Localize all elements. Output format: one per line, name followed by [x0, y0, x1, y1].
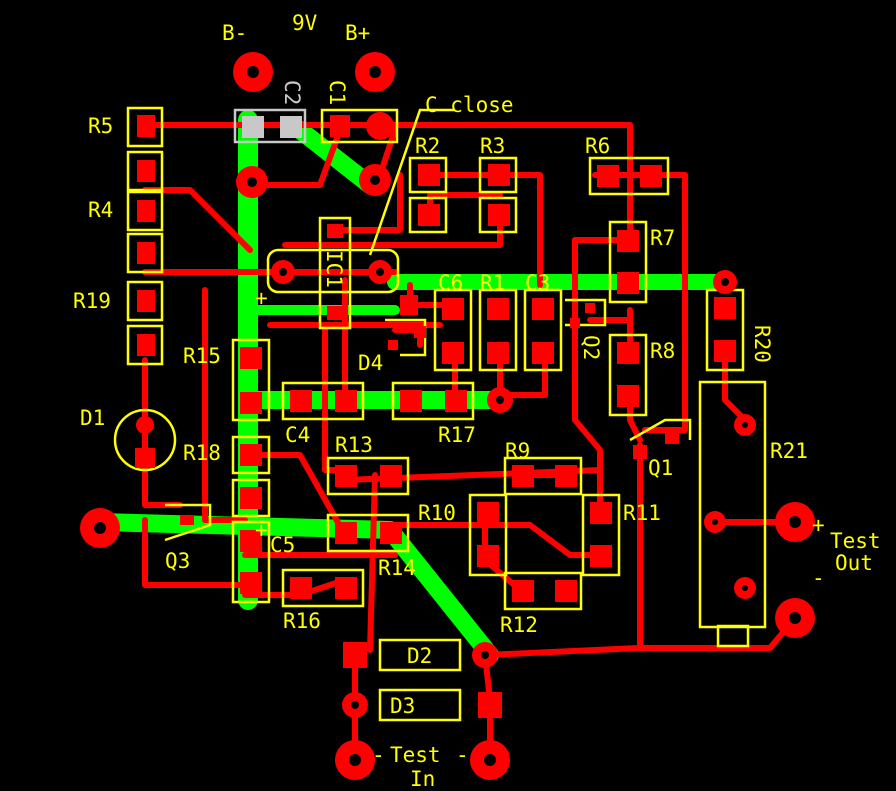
d3-outline — [378, 688, 462, 722]
d1-outline — [113, 408, 177, 472]
q1-outline — [629, 418, 692, 442]
r1-outline — [478, 288, 518, 372]
label-r19: R19 — [73, 289, 111, 313]
label-r16: R16 — [283, 609, 321, 633]
d2-outline — [378, 638, 462, 672]
label-b-minus: B- — [222, 21, 247, 45]
label-r4: R4 — [88, 198, 113, 222]
label-r18: R18 — [183, 441, 221, 465]
ic1-body-v — [318, 216, 352, 330]
label-r5: R5 — [88, 114, 113, 138]
label-d3: D3 — [390, 694, 415, 718]
label-r3: R3 — [480, 134, 505, 158]
label-r15: R15 — [183, 344, 221, 368]
label-b-plus: B+ — [345, 21, 370, 45]
label-r7: R7 — [650, 226, 675, 250]
label-q1: Q1 — [648, 456, 673, 480]
label-r11: R11 — [623, 501, 661, 525]
label-test-out-line2: Out — [835, 551, 873, 575]
label-d2: D2 — [407, 644, 432, 668]
r19-outline — [126, 280, 164, 322]
label-d4: D4 — [358, 351, 383, 375]
r13-outline — [326, 456, 410, 496]
label-ic1: IC1 — [322, 250, 346, 288]
r10-outline — [468, 493, 508, 577]
label-c5-plus: + — [255, 518, 268, 542]
r3-outline — [478, 156, 518, 194]
label-voltage: 9V — [292, 11, 318, 35]
ic1-body — [266, 248, 400, 294]
r3-outline-b — [478, 196, 518, 234]
c1-outline — [320, 108, 399, 144]
r18-outline-b — [231, 478, 271, 518]
r15-outline — [231, 338, 271, 422]
c4-outline — [281, 381, 365, 421]
r21-tab — [716, 624, 750, 648]
r7-outline — [608, 220, 648, 304]
r14-outline — [326, 513, 410, 553]
label-test-in-line1: Test — [390, 743, 441, 767]
r17-outline — [391, 381, 475, 421]
label-c3: C3 — [525, 271, 550, 295]
label-test-out-line1: Test — [830, 529, 881, 553]
c6-outline — [433, 288, 473, 372]
label-c5: C5 — [270, 533, 295, 557]
r4-outline — [126, 190, 164, 232]
label-c4-plus: + — [255, 286, 268, 310]
r12-outline — [503, 571, 583, 611]
label-r2: R2 — [415, 134, 440, 158]
label-c4: C4 — [285, 423, 310, 447]
label-c1: C1 — [325, 80, 349, 105]
r16-outline — [281, 568, 365, 608]
q2-outline — [565, 298, 607, 327]
label-r10: R10 — [418, 501, 456, 525]
label-r12: R12 — [500, 613, 538, 637]
q3-outline — [164, 503, 212, 542]
label-test-in-line2: In — [410, 767, 435, 791]
label-test-in-dash-r: - — [456, 743, 469, 767]
label-q2: Q2 — [579, 335, 603, 360]
label-r13: R13 — [335, 433, 373, 457]
r19-outline-b — [126, 324, 164, 366]
c-close-leader — [368, 108, 455, 256]
label-d1: D1 — [80, 406, 105, 430]
label-c2: C2 — [280, 80, 304, 105]
r8-outline — [608, 333, 648, 417]
label-r6: R6 — [585, 134, 610, 158]
r5-outline — [126, 106, 164, 148]
r9-outline — [503, 456, 583, 496]
label-r14: R14 — [378, 556, 416, 580]
c5-outline — [231, 520, 271, 604]
label-r17: R17 — [438, 423, 476, 447]
c3-outline — [523, 288, 563, 372]
label-test-out-minus: - — [812, 566, 825, 590]
r11-outline — [581, 493, 621, 577]
label-test-in-dash-l: - — [372, 743, 385, 767]
label-r8: R8 — [650, 339, 675, 363]
r5-outline-b — [126, 150, 164, 192]
label-c6: C6 — [438, 271, 463, 295]
label-q3: Q3 — [165, 549, 190, 573]
label-r1: R1 — [480, 271, 505, 295]
r6-outline — [588, 156, 670, 196]
pads — [80, 52, 815, 780]
r4-outline-b — [126, 232, 164, 274]
label-r20: R20 — [750, 325, 774, 363]
label-r21: R21 — [770, 439, 808, 463]
silkscreen-labels: B- 9V B+ C close C1 C2 IC1 R5 R4 R19 D1 … — [73, 11, 881, 791]
r2-outline — [408, 156, 448, 194]
r2-outline-b — [408, 196, 448, 234]
c2-outline — [233, 108, 307, 144]
r18-outline — [231, 435, 271, 475]
label-test-out-plus: + — [812, 513, 825, 537]
label-c-close: C close — [425, 93, 514, 117]
silkscreen-outlines — [113, 106, 767, 722]
label-r9: R9 — [505, 439, 530, 463]
